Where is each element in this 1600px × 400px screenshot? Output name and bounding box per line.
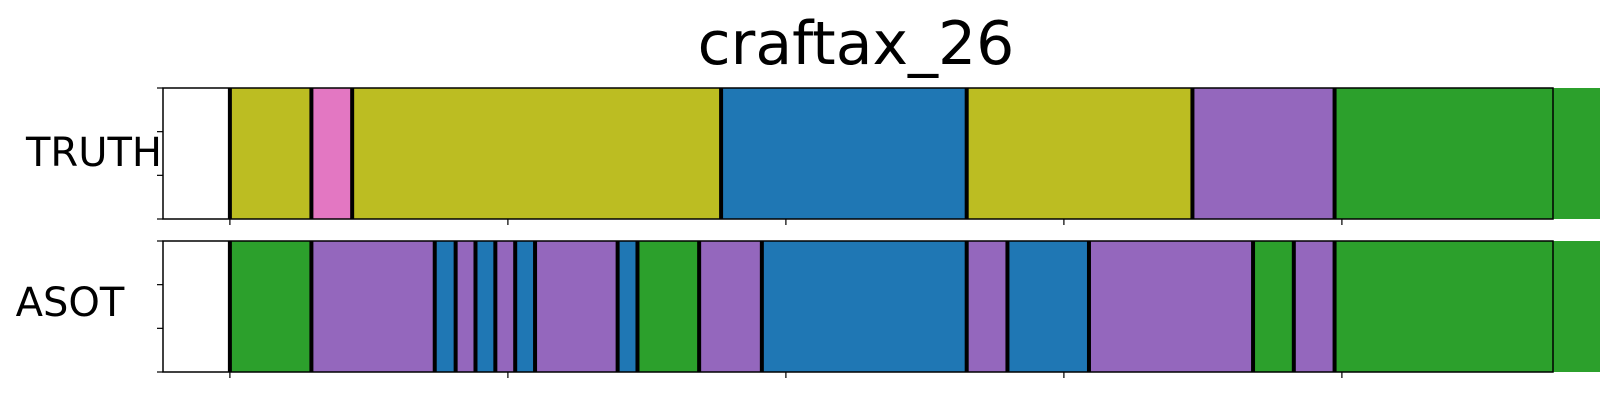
segment-truth-2 bbox=[311, 88, 353, 219]
segment-asot-7 bbox=[515, 241, 536, 372]
row-label-asot: ASOT bbox=[16, 280, 125, 326]
segment-asot-8 bbox=[535, 241, 618, 372]
segment-truth-3 bbox=[352, 88, 722, 219]
chart-title: craftax_26 bbox=[698, 9, 1015, 79]
segment-asot-3 bbox=[434, 241, 456, 372]
segment-asot-17 bbox=[1293, 241, 1335, 372]
segment-asot-5 bbox=[475, 241, 496, 372]
segment-truth-6 bbox=[1192, 88, 1335, 219]
segment-truth-4 bbox=[721, 88, 967, 219]
segment-asot-9 bbox=[617, 241, 638, 372]
segment-asot-18 bbox=[1334, 241, 1600, 372]
row-asot: ASOT bbox=[16, 240, 1600, 378]
segment-truth-1 bbox=[229, 88, 312, 219]
segment-truth-5 bbox=[966, 88, 1193, 219]
segmentation-rows: TRUTH ASOT bbox=[16, 87, 1600, 378]
segment-truth-0 bbox=[163, 88, 230, 219]
segment-asot-10 bbox=[637, 241, 700, 372]
segment-asot-13 bbox=[966, 241, 1008, 372]
segment-truth-7 bbox=[1334, 88, 1600, 219]
segment-asot-12 bbox=[761, 241, 967, 372]
axes-frame-truth bbox=[162, 87, 1554, 220]
segment-asot-6 bbox=[495, 241, 516, 372]
segment-asot-2 bbox=[311, 241, 435, 372]
segment-asot-11 bbox=[699, 241, 762, 372]
segment-asot-15 bbox=[1088, 241, 1254, 372]
row-label-truth: TRUTH bbox=[25, 130, 162, 176]
segment-asot-16 bbox=[1253, 241, 1294, 372]
axes-frame-asot bbox=[162, 240, 1554, 373]
row-truth: TRUTH bbox=[25, 87, 1600, 225]
segment-asot-0 bbox=[163, 241, 230, 372]
segment-asot-1 bbox=[229, 241, 312, 372]
segment-asot-4 bbox=[455, 241, 476, 372]
segment-asot-14 bbox=[1007, 241, 1089, 372]
